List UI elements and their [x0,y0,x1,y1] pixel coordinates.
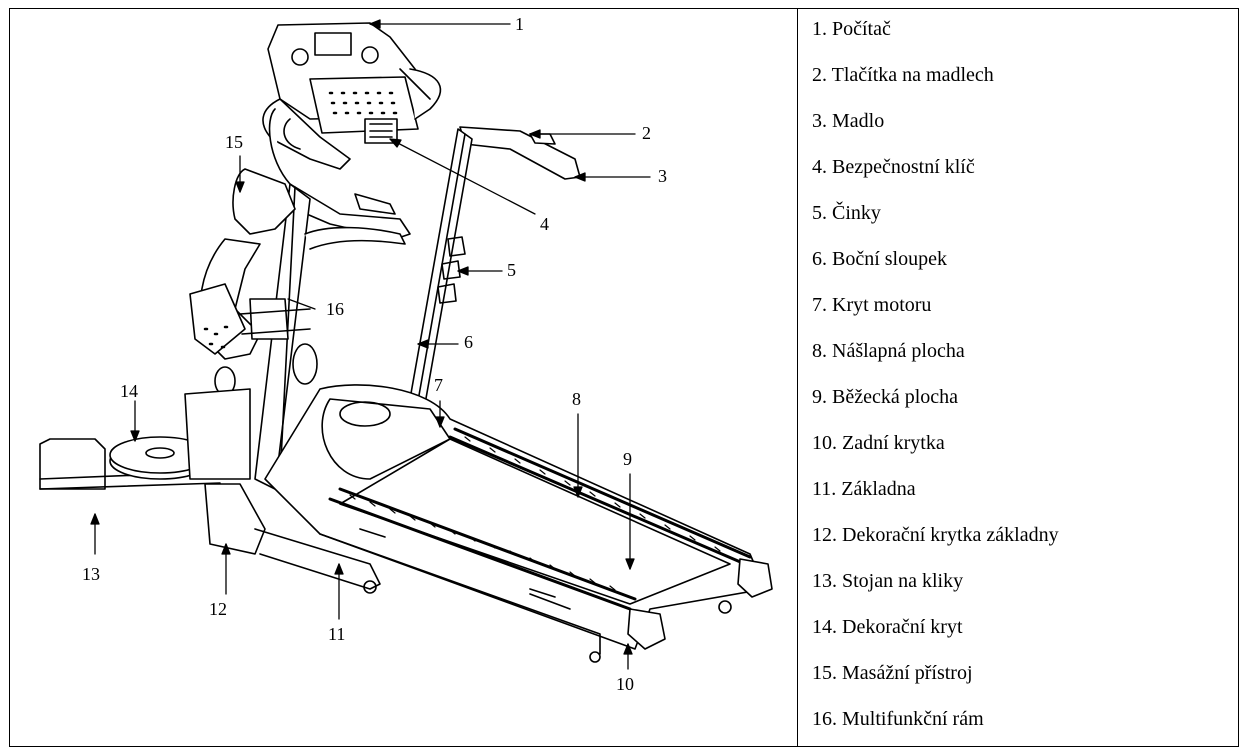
parts-legend: 1. Počítač 2. Tlačítka na madlech 3. Mad… [797,9,1238,746]
callout-7: 7 [434,375,443,395]
callout-11: 11 [328,624,346,644]
parts-table: 1 2 3 4 5 6 7 8 9 10 11 12 13 14 15 16 1… [9,8,1239,747]
legend-item: 16. Multifunkční rám [812,708,984,730]
treadmill-diagram: 1 2 3 4 5 6 7 8 9 10 11 12 13 14 15 16 [10,9,798,746]
legend-item: 7. Kryt motoru [812,294,932,316]
callout-13: 13 [82,564,100,584]
legend-item: 2. Tlačítka na madlech [812,64,994,86]
legend-item: 13. Stojan na kliky [812,570,964,592]
callout-10: 10 [616,674,634,694]
legend-item: 4. Bezpečnostní klíč [812,156,975,178]
callout-2: 2 [642,123,651,143]
callout-9: 9 [623,449,632,469]
callout-6: 6 [464,332,473,352]
legend-item: 6. Boční sloupek [812,248,947,270]
legend-item: 5. Činky [812,202,881,224]
legend-item: 1. Počítač [812,18,891,40]
callout-12: 12 [209,599,227,619]
treadmill-drawing [39,19,773,670]
legend-item: 9. Běžecká plocha [812,386,959,408]
callout-3: 3 [658,166,667,186]
legend-item: 11. Základna [812,478,916,500]
legend-item: 14. Dekorační kryt [812,616,963,638]
legend-item: 3. Madlo [812,110,885,132]
callout-4: 4 [540,214,549,234]
callout-15: 15 [225,132,243,152]
callout-1: 1 [515,14,524,34]
legend-item: 10. Zadní krytka [812,432,945,454]
legend-item: 15. Masážní přístroj [812,662,973,684]
callout-16: 16 [326,299,344,319]
legend-item: 8. Nášlapná plocha [812,340,965,362]
legend-item: 12. Dekorační krytka základny [812,524,1059,546]
callout-8: 8 [572,389,581,409]
callout-14: 14 [120,381,138,401]
callout-5: 5 [507,260,516,280]
